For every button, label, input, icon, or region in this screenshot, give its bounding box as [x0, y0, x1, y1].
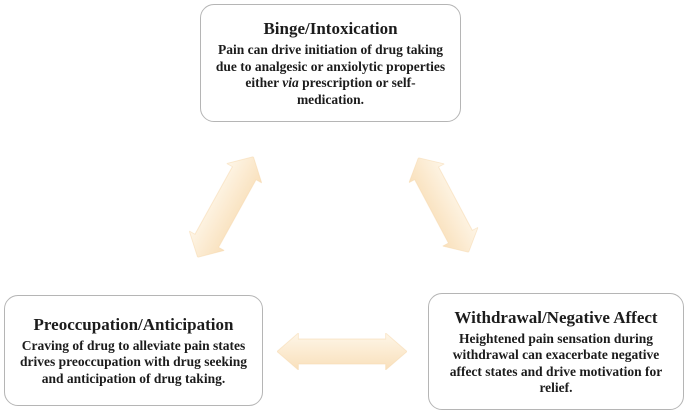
- box-binge-intoxication: Binge/Intoxication Pain can drive initia…: [200, 4, 461, 122]
- body-line: relief.: [539, 380, 573, 395]
- box-binge-body: Pain can drive initiation of drug taking…: [216, 42, 445, 108]
- double-arrow-icon: [188, 156, 263, 258]
- body-line: drives preoccupation with drug seeking: [19, 354, 247, 370]
- double-arrow-binge-withdrawal: [401, 148, 487, 261]
- double-arrow-icon: [277, 333, 407, 370]
- box-preoccupation-body: Craving of drug to alleviate pain states…: [20, 338, 247, 388]
- body-line: and anticipation of drug taking.: [41, 370, 226, 386]
- body-line-italic: via: [282, 75, 299, 90]
- box-withdrawal-body: Heightened pain sensation during withdra…: [450, 331, 663, 397]
- double-arrow-binge-preoccupation: [180, 147, 271, 267]
- body-line: withdrawal can exacerbate negative: [452, 347, 660, 362]
- box-binge-title: Binge/Intoxication: [263, 19, 398, 38]
- double-arrow-preoccupation-withdrawal: [277, 333, 407, 370]
- body-line: affect states and drive motivation for: [449, 363, 663, 379]
- box-withdrawal-negative-affect: Withdrawal/Negative Affect Heightened pa…: [428, 293, 684, 410]
- box-preoccupation-anticipation: Preoccupation/Anticipation Craving of dr…: [4, 295, 263, 406]
- box-preoccupation-title: Preoccupation/Anticipation: [33, 314, 234, 334]
- body-line-segment: either: [245, 75, 283, 90]
- body-line: Pain can drive initiation of drug taking: [217, 42, 444, 57]
- body-line: Craving of drug to alleviate pain states: [21, 337, 246, 353]
- body-line-segment: prescription or self-: [298, 75, 416, 90]
- body-line: medication.: [296, 91, 365, 107]
- body-line: due to analgesic or anxiolytic propertie…: [215, 58, 446, 74]
- box-withdrawal-title: Withdrawal/Negative Affect: [454, 307, 658, 327]
- body-line: either via prescription or self-: [216, 75, 445, 92]
- body-line: Heightened pain sensation during: [459, 330, 653, 346]
- double-arrow-icon: [408, 157, 479, 253]
